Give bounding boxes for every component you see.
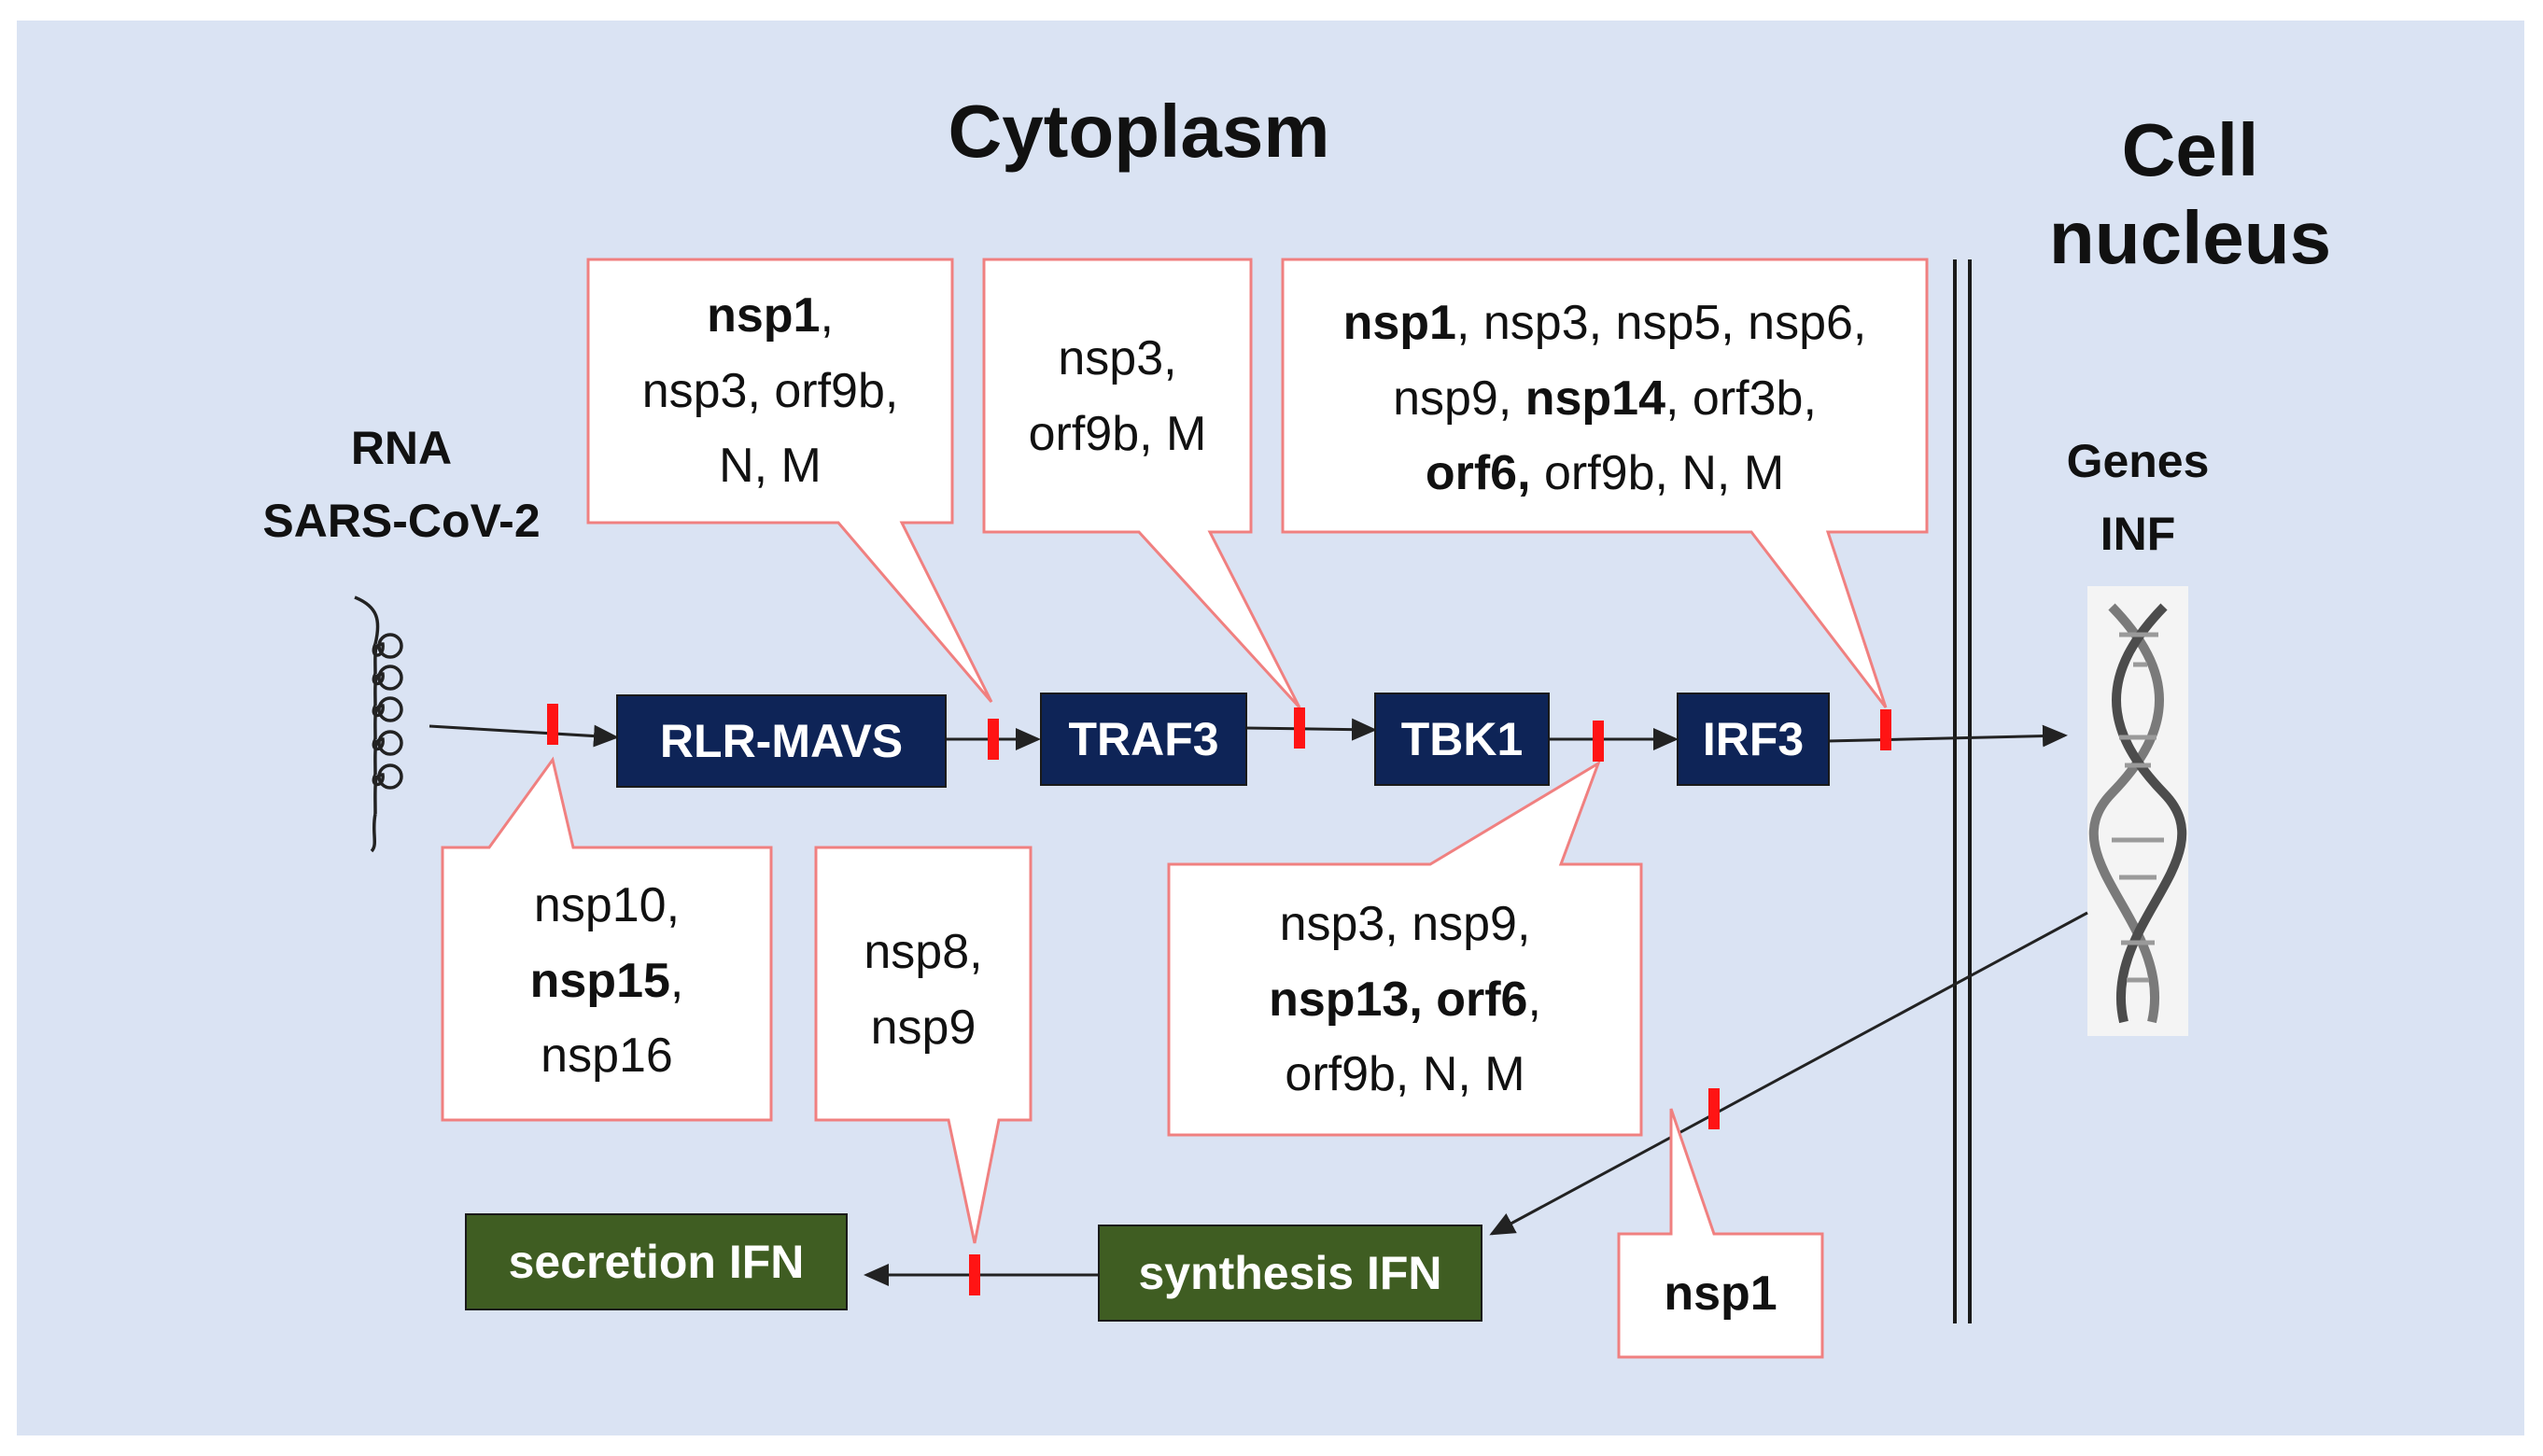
callout-line: nsp9 — [816, 990, 1031, 1066]
protein-name: nsp9 — [870, 1000, 976, 1055]
protein-name-bold: nsp13, orf6 — [1269, 972, 1528, 1027]
node-secretion-ifn: secretion IFN — [465, 1213, 848, 1310]
protein-name-bold: nsp1 — [1342, 296, 1456, 350]
inhibition-mark — [547, 704, 558, 745]
callout-line: nsp3, nsp9, — [1169, 887, 1641, 962]
callout-line: nsp1, — [588, 278, 952, 354]
cytoplasm-title: Cytoplasm — [948, 90, 1330, 173]
node-tbk1: TBK1 — [1374, 693, 1550, 786]
protein-name: nsp10, — [533, 878, 681, 932]
pathway-arrows — [429, 718, 2088, 1286]
callout-line: orf6, orf9b, N, M — [1283, 436, 1927, 511]
protein-name-bold: nsp14 — [1524, 371, 1666, 426]
nucleus-title: Cell nucleus — [2003, 106, 2377, 283]
protein-name-bold: nsp1 — [707, 288, 821, 343]
protein-name: , — [1527, 972, 1541, 1027]
protein-name: nsp8, — [864, 925, 983, 979]
callout-traf3-tbk1: nsp3, orf9b, M — [984, 321, 1251, 471]
protein-name: orf9b, N, M — [1285, 1047, 1525, 1102]
callout-tbk1-irf3: nsp3, nsp9,nsp13, orf6,orf9b, N, M — [1169, 887, 1641, 1113]
node-traf3: TRAF3 — [1040, 693, 1247, 786]
callout-line: nsp1, nsp3, nsp5, nsp6, — [1283, 286, 1927, 361]
inhibition-mark — [1708, 1088, 1720, 1129]
callout-shapes — [441, 258, 1929, 1359]
protein-name: , nsp3, nsp5, nsp6, — [1455, 296, 1867, 350]
inhibition-mark — [1880, 709, 1891, 750]
protein-name: orf9b, N, M — [1530, 446, 1785, 501]
protein-name: nsp9, — [1393, 371, 1525, 426]
protein-name: nsp3, nsp9, — [1279, 897, 1531, 951]
callout-line: N, M — [588, 428, 952, 504]
protein-name: , orf3b, — [1665, 371, 1817, 426]
genes-label: Genes INF — [1998, 426, 2278, 570]
callout-mavs-traf3: nsp1, nsp3, orf9b, N, M — [588, 278, 952, 504]
rna-strand-icon — [354, 595, 403, 853]
callout-line: nsp10, — [443, 868, 771, 944]
callout-irf3-nucleus: nsp1, nsp3, nsp5, nsp6,nsp9, nsp14, orf3… — [1283, 286, 1927, 511]
inhibition-mark — [1593, 721, 1604, 762]
protein-name-bold: nsp15 — [529, 953, 670, 1008]
callout-line: nsp16 — [443, 1018, 771, 1094]
dna-helix-icon — [2087, 586, 2188, 1036]
protein-name: , — [669, 953, 684, 1008]
callout-line: nsp8, — [816, 915, 1031, 990]
node-synthesis-ifn: synthesis IFN — [1098, 1225, 1482, 1322]
rna-label-line: RNA — [350, 422, 453, 474]
protein-name: , — [820, 288, 834, 343]
protein-name: nsp16 — [541, 1029, 673, 1084]
callout-line: nsp1 — [1619, 1256, 1822, 1332]
node-irf3: IRF3 — [1677, 693, 1830, 786]
protein-name: nsp3, orf9b, — [641, 363, 899, 418]
rna-label-line: SARS-CoV-2 — [262, 494, 541, 547]
protein-name-bold: nsp1 — [1664, 1267, 1777, 1321]
callout-genes-synthesis: nsp1 — [1619, 1256, 1822, 1332]
callout-line: nsp3, — [984, 321, 1251, 397]
callout-line: orf9b, M — [984, 397, 1251, 472]
callout-line: nsp15, — [443, 944, 771, 1019]
protein-name: orf9b, M — [1028, 406, 1207, 461]
nucleus-title-line: nucleus — [2048, 196, 2332, 280]
callout-line: nsp13, orf6, — [1169, 962, 1641, 1038]
inhibition-mark — [1294, 707, 1305, 749]
nucleus-title-line: Cell — [2121, 108, 2259, 191]
genes-label-line: Genes — [2066, 435, 2210, 487]
node-rlr-mavs: RLR-MAVS — [616, 694, 947, 788]
callout-line: orf9b, N, M — [1169, 1037, 1641, 1113]
callout-rna-sensing: nsp10, nsp15, nsp16 — [443, 868, 771, 1094]
protein-name-bold: orf6, — [1425, 446, 1531, 501]
protein-name: nsp3, — [1058, 331, 1177, 385]
callout-synthesis-secretion: nsp8, nsp9 — [816, 915, 1031, 1065]
callout-line: nsp9, nsp14, orf3b, — [1283, 361, 1927, 437]
genes-label-line: INF — [2100, 507, 2176, 560]
rna-label: RNA SARS-CoV-2 — [215, 413, 588, 557]
inhibition-mark — [988, 719, 999, 760]
inhibition-mark — [969, 1254, 980, 1295]
inhibition-marks — [547, 704, 1891, 1295]
protein-name: N, M — [719, 439, 822, 494]
callout-line: nsp3, orf9b, — [588, 354, 952, 429]
nuclear-membrane — [1953, 259, 1972, 1323]
